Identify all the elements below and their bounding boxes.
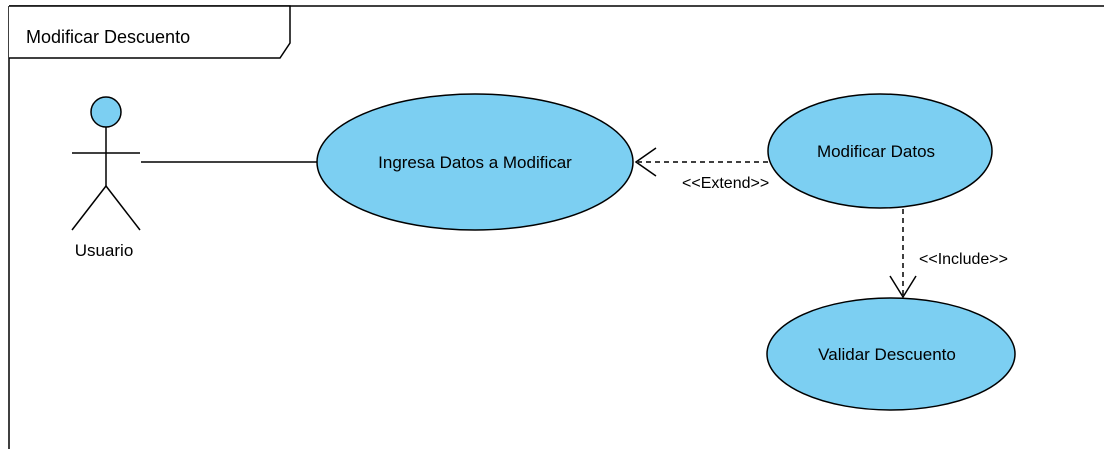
usecase-modificar-datos[interactable]: Modificar Datos [767, 93, 993, 209]
actor-usuario[interactable]: Usuario [71, 96, 141, 260]
usecase-ingresa-datos[interactable]: Ingresa Datos a Modificar [316, 93, 634, 231]
include-relation: <<Include>> [889, 209, 1008, 299]
usecase-label: Validar Descuento [818, 345, 956, 364]
actor-head [90, 96, 122, 128]
usecase-ellipse [767, 93, 993, 209]
actor-label: Usuario [75, 241, 134, 260]
frame-title-tab [9, 5, 291, 59]
actor-left-leg [71, 185, 107, 231]
frame-title: Modificar Descuento [26, 27, 190, 47]
extend-label: <<Extend>> [682, 175, 769, 192]
diagram-frame: Modificar Descuento [8, 5, 1104, 449]
extend-relation: <<Extend>> [634, 147, 769, 192]
include-arrowhead [889, 275, 917, 299]
usecase-label: Ingresa Datos a Modificar [378, 153, 572, 172]
extend-arrowhead [634, 147, 657, 177]
usecase-label: Modificar Datos [817, 142, 935, 161]
actor-right-leg [105, 185, 141, 231]
usecase-validar-descuento[interactable]: Validar Descuento [766, 297, 1016, 411]
include-label: <<Include>> [919, 251, 1008, 268]
usecase-ellipse [316, 93, 634, 231]
usecase-ellipse [766, 297, 1016, 411]
